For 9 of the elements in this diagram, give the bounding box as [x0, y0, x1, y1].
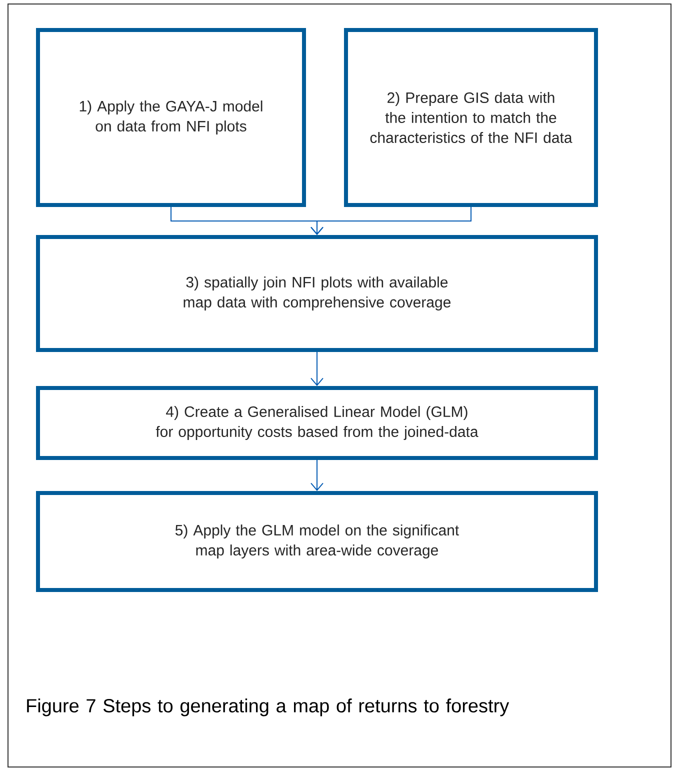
- process-box: 1) Apply the GAYA-J model on data from NFI plots: [36, 28, 306, 207]
- caption: Figure 7 Steps to generating a map of returns to forestry: [27, 698, 510, 716]
- process-box: 4) Create a Generalised Linear Model (GLM) for opportunity costs based from the joined-data: [36, 386, 598, 460]
- arrow: [310, 460, 324, 491]
- arrow: [310, 206, 472, 235]
- process-box: 5) Apply the GLM model on the significant map layers with area-wide coverage: [36, 491, 598, 592]
- arrow: [310, 352, 324, 386]
- process-box: 3) spatially join NFI plots with available map data with comprehensive coverage: [36, 235, 598, 352]
- process-box: 2) Prepare GIS data with the intention to match the characteristics of the NFI data: [344, 28, 598, 207]
